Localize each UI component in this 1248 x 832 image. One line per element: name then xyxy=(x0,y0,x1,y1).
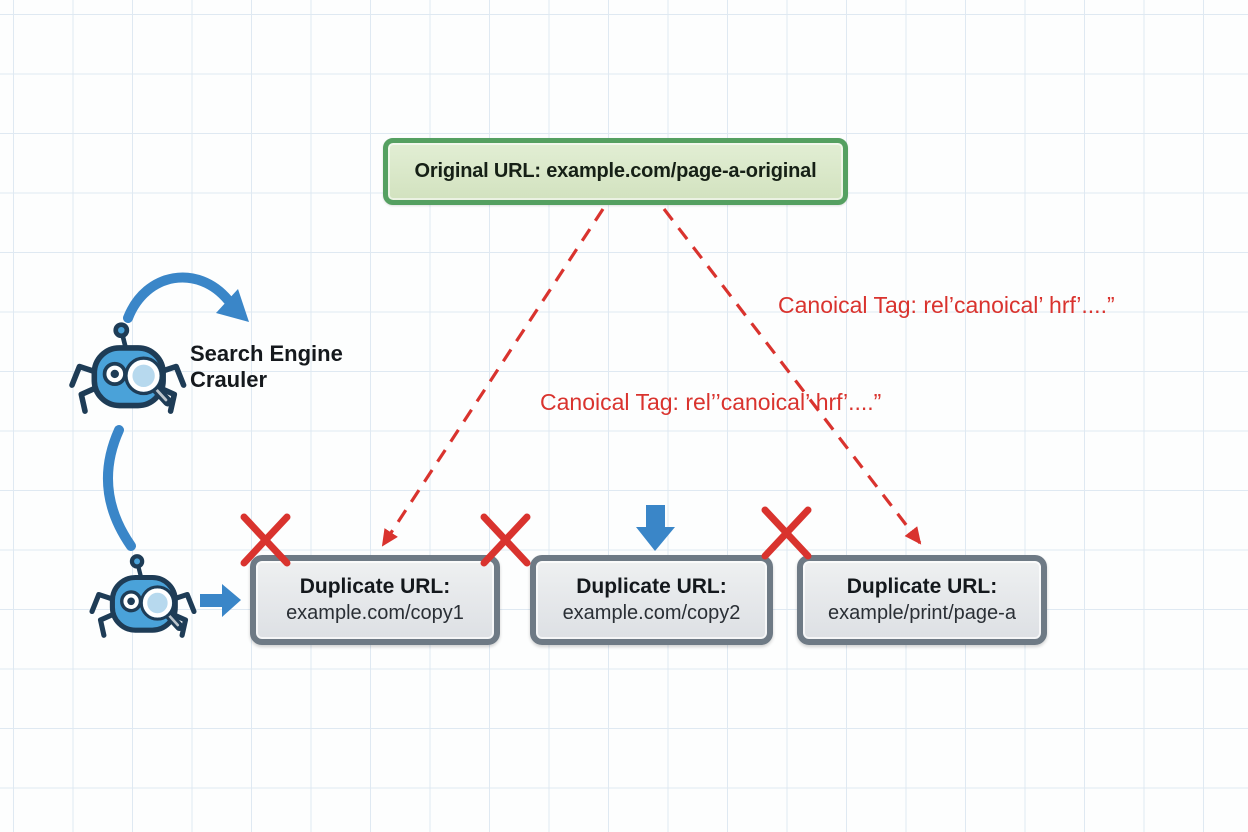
original-url-label: Original URL: example.com/page-a-origina… xyxy=(414,160,817,182)
original-url-box: Original URL: example.com/page-a-origina… xyxy=(383,138,848,205)
duplicate-url-title: Duplicate URL: xyxy=(846,575,998,598)
duplicate-url-value: example.com/copy1 xyxy=(286,602,464,624)
red-x-icon-3 xyxy=(761,506,812,560)
right-arrow-icon xyxy=(200,584,241,617)
spider-crawler-icon-top xyxy=(72,325,184,411)
curve-connector-line xyxy=(102,425,136,551)
duplicate-url-box-2: Duplicate URL: example.com/copy2 xyxy=(530,555,773,645)
dashed-arrow-right xyxy=(662,208,922,545)
crawler-label: Search Engine Crauler xyxy=(190,341,343,392)
dashed-arrow-left xyxy=(381,208,605,547)
duplicate-url-value: example.com/copy2 xyxy=(562,602,741,624)
duplicate-url-box-1: Duplicate URL: example.com/copy1 xyxy=(250,555,500,645)
duplicate-url-title: Duplicate URL: xyxy=(576,575,727,598)
duplicate-url-title: Duplicate URL: xyxy=(299,575,451,598)
down-arrow-icon xyxy=(636,505,675,551)
duplicate-url-box-3: Duplicate URL: example/print/page-a xyxy=(797,555,1047,645)
duplicate-url-value: example/print/page-a xyxy=(828,602,1016,624)
curved-arrow-icon xyxy=(123,272,249,323)
canonical-tag-label-right: Canoical Tag: rel’canoical’ hrf’....” xyxy=(778,292,1115,318)
canonical-tag-label-middle: Canoical Tag: rel’’canoical’ hrf’....” xyxy=(540,389,882,415)
spider-crawler-icon-bottom xyxy=(92,556,194,635)
